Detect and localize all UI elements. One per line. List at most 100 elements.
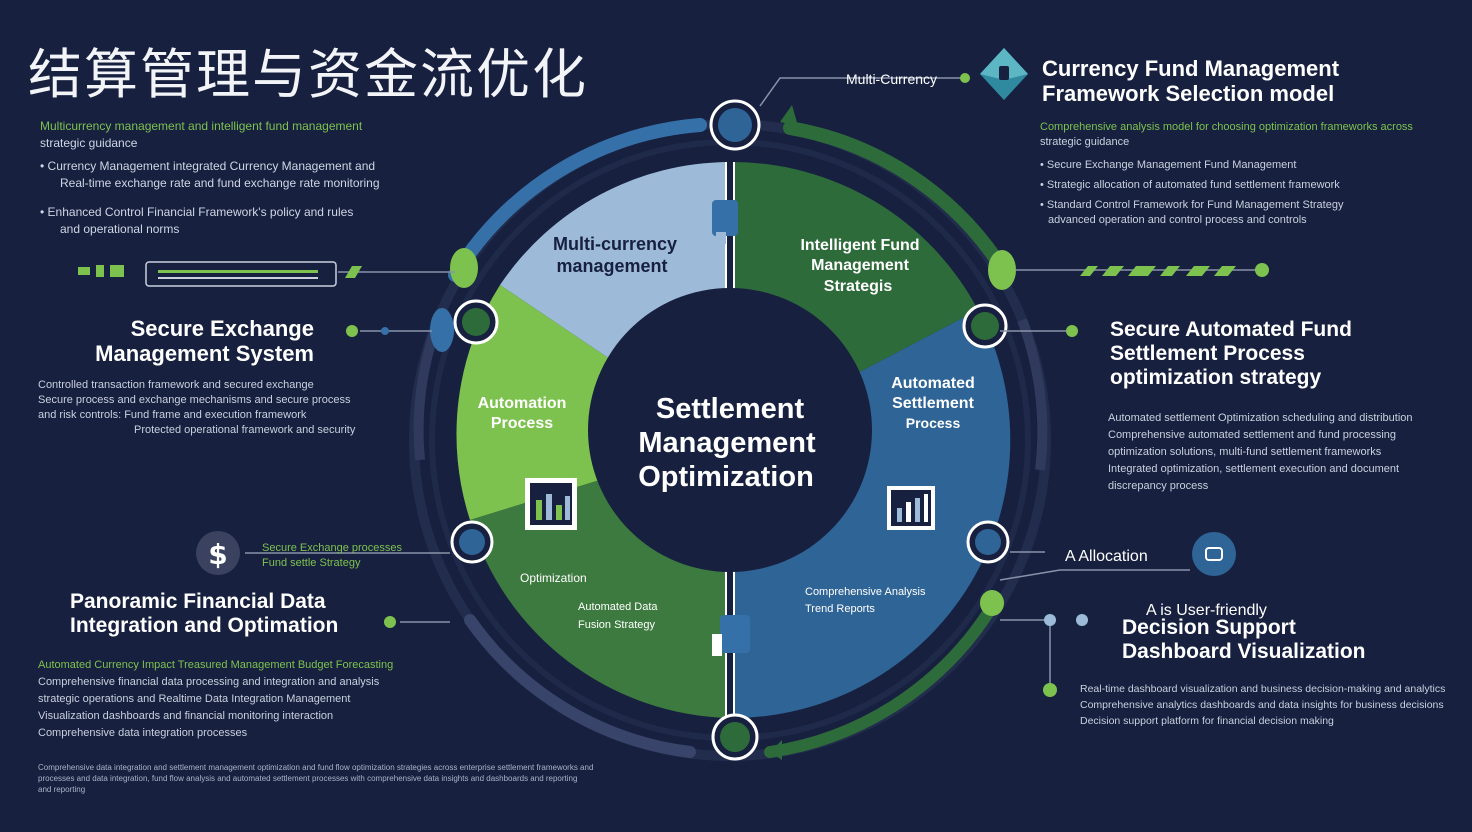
label-automation-2: Process bbox=[491, 415, 553, 432]
label-intelligent-3: Strategis bbox=[824, 278, 893, 295]
ring-arc-left bbox=[413, 328, 440, 461]
footer-line-2: processes and data integration, fund flo… bbox=[38, 774, 578, 783]
bottom-left-line-3: strategic operations and Realtime Data I… bbox=[38, 693, 351, 705]
dot-lower-right-1 bbox=[1044, 614, 1056, 626]
ring-arc-bottom-left bbox=[464, 614, 696, 758]
top-left-sub: strategic guidance bbox=[40, 136, 138, 150]
chart-icon bbox=[525, 478, 577, 530]
top-right-bullet-3b: advanced operation and control process a… bbox=[1048, 214, 1307, 226]
dollar-icon: $ bbox=[196, 531, 240, 575]
left-mid-heading: Secure Exchange Management System bbox=[58, 316, 314, 367]
right-mid-heading-2: Settlement Process bbox=[1110, 342, 1305, 366]
bullet-1-line-1: Currency Management integrated Currency … bbox=[47, 159, 376, 173]
right-mid-heading-3: optimization strategy bbox=[1110, 366, 1322, 390]
left-mid-line-1: Controlled transaction framework and sec… bbox=[38, 379, 314, 391]
ring-arc-green-bottom bbox=[764, 604, 996, 758]
label-automation-1: Automation bbox=[478, 395, 567, 412]
right-mid-block: Automated settlement Optimization schedu… bbox=[1108, 410, 1448, 495]
node-lower-right[interactable] bbox=[966, 520, 1010, 564]
bullet-2-line-1: Enhanced Control Financial Framework's p… bbox=[47, 205, 354, 219]
bottom-left-heading-1: Panoramic Financial Data bbox=[70, 590, 326, 613]
label-bottom-right-1: Comprehensive Analysis bbox=[805, 586, 926, 598]
bar-chart-icon bbox=[887, 486, 935, 530]
dot-lower-right-3 bbox=[1043, 683, 1057, 697]
top-right-sub-1: Comprehensive analysis model for choosin… bbox=[1040, 121, 1413, 133]
left-small-box-1: Secure Exchange processes bbox=[262, 542, 403, 554]
node-top[interactable] bbox=[709, 99, 761, 151]
top-right-heading-1: Currency Fund Management bbox=[1042, 56, 1340, 81]
dot-right-mid bbox=[1066, 325, 1078, 337]
callout-multi-currency: Multi-Currency bbox=[846, 71, 937, 87]
right-mid-line-5: discrepancy process bbox=[1108, 480, 1209, 492]
top-right-heading: Currency Fund Management Framework Selec… bbox=[1042, 56, 1339, 107]
left-mid-line-2: Secure process and exchange mechanisms a… bbox=[38, 394, 351, 406]
center-line-2: Management bbox=[638, 427, 816, 459]
right-mid-line-2: Comprehensive automated settlement and f… bbox=[1108, 429, 1397, 441]
right-mid-heading: Secure Automated Fund Settlement Process… bbox=[1110, 318, 1352, 390]
callout-allocation: A Allocation bbox=[1065, 548, 1148, 565]
bottom-right-line-2: Comprehensive analytics dashboards and d… bbox=[1080, 699, 1444, 711]
right-mid-line-4: Integrated optimization, settlement exec… bbox=[1108, 463, 1400, 475]
dot-lower-left bbox=[384, 616, 396, 628]
label-bottom-right-2: Trend Reports bbox=[805, 603, 875, 615]
center-line-3: Optimization bbox=[638, 461, 814, 493]
dot-left-mid bbox=[346, 325, 358, 337]
wallet-icon bbox=[712, 200, 738, 244]
bottom-left-heading-2: Integration and Optimation bbox=[70, 614, 339, 638]
bottom-right-heading-2: Dashboard Visualization bbox=[1122, 640, 1366, 664]
label-intelligent-2: Management bbox=[811, 257, 909, 274]
footer-line-3: and reporting bbox=[38, 785, 86, 794]
footer-line-1: Comprehensive data integration and settl… bbox=[38, 763, 594, 772]
top-left-block: Multicurrency management and intelligent… bbox=[40, 118, 510, 238]
accent-blob-left bbox=[450, 248, 478, 288]
callout-user-friendly: A is User-friendly bbox=[1146, 602, 1267, 619]
arrow-bottom bbox=[770, 740, 782, 760]
top-left-bullet-1: • Currency Management integrated Currenc… bbox=[40, 158, 510, 192]
bottom-right-block: Real-time dashboard visualization and bu… bbox=[1080, 681, 1450, 729]
bottom-right-line-3: Decision support platform for financial … bbox=[1080, 715, 1334, 727]
bottom-left-line-2: Comprehensive financial data processing … bbox=[38, 676, 380, 688]
node-right[interactable] bbox=[962, 303, 1008, 349]
right-stripe-band bbox=[1080, 266, 1236, 276]
center-line-1: Settlement bbox=[656, 393, 805, 425]
top-right-bullet-2: Strategic allocation of automated fund s… bbox=[1046, 179, 1340, 191]
label-bottom-left-1: Automated Data bbox=[578, 601, 658, 613]
right-mid-line-1: Automated settlement Optimization schedu… bbox=[1108, 412, 1413, 424]
dot-lower-right-2 bbox=[1076, 614, 1088, 626]
accent-blob-right bbox=[988, 250, 1016, 290]
label-automated-1: Automated bbox=[891, 375, 975, 392]
ring-arc-green-top bbox=[783, 121, 1007, 272]
label-automated-2: Settlement bbox=[892, 395, 974, 412]
node-lower-left[interactable] bbox=[450, 520, 494, 564]
label-multi-currency-1: Multi-currency bbox=[553, 234, 677, 254]
dot-right-top bbox=[1255, 263, 1269, 277]
top-right-bullet-3a: Standard Control Framework for Fund Mana… bbox=[1046, 199, 1344, 211]
top-right-sub-2: strategic guidance bbox=[1040, 136, 1130, 148]
page-title: 结算管理与资金流优化 bbox=[28, 43, 588, 106]
accent-blob-blue bbox=[430, 308, 454, 352]
node-left[interactable] bbox=[453, 299, 499, 345]
bullet-1-line-2: Real-time exchange rate and fund exchang… bbox=[60, 176, 380, 190]
node-bottom[interactable] bbox=[711, 713, 759, 761]
left-mid-heading-2: Management System bbox=[95, 341, 314, 367]
badge-icon bbox=[712, 615, 750, 656]
right-mid-heading-1: Secure Automated Fund bbox=[1110, 318, 1352, 341]
top-right-block: Comprehensive analysis model for choosin… bbox=[1040, 120, 1450, 228]
bullet-2-line-2: and operational norms bbox=[60, 222, 180, 236]
top-left-heading: Multicurrency management and intelligent… bbox=[40, 119, 363, 133]
left-small-box-2: Fund settle Strategy bbox=[262, 557, 361, 569]
left-mid-line-3: and risk controls: Fund frame and execut… bbox=[38, 409, 307, 421]
label-bottom-left-2: Fusion Strategy bbox=[578, 619, 656, 631]
top-left-bullet-2: • Enhanced Control Financial Framework's… bbox=[40, 204, 510, 238]
ring-arc-right bbox=[1017, 318, 1048, 471]
label-intelligent-1: Intelligent Fund bbox=[800, 237, 919, 254]
bottom-left-line-5: Comprehensive data integration processes bbox=[38, 727, 248, 739]
accent-blob-lower-right bbox=[980, 590, 1004, 616]
bottom-left-block: Automated Currency Impact Treasured Mana… bbox=[38, 657, 468, 742]
bottom-right-heading-1: Decision Support bbox=[1122, 616, 1296, 639]
bottom-left-line-1: Automated Currency Impact Treasured Mana… bbox=[38, 659, 394, 671]
label-multi-currency-2: management bbox=[556, 256, 667, 276]
footer-text: Comprehensive data integration and settl… bbox=[38, 762, 698, 795]
label-optimization: Optimization bbox=[520, 571, 587, 585]
